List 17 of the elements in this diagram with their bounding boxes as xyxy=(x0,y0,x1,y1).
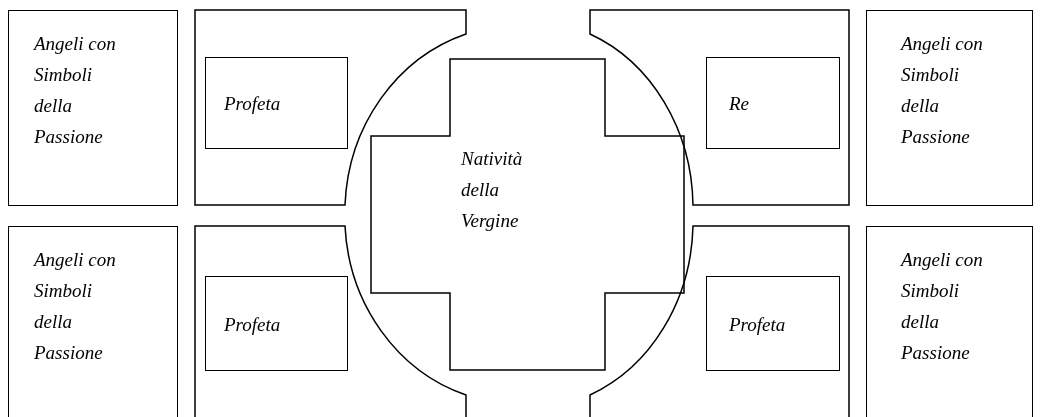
panel-label: Natività della Vergine xyxy=(461,147,524,233)
painting-panel xyxy=(8,226,178,417)
panel-label: Angeli con Simboli della Passione xyxy=(901,248,984,365)
panel-label: Angeli con Simboli della Passione xyxy=(34,248,117,365)
painting-panel xyxy=(866,226,1033,417)
panel-label: Profeta xyxy=(224,313,282,337)
panel-label: Re xyxy=(729,92,751,116)
panel-label: Profeta xyxy=(224,92,282,116)
painting-panel xyxy=(706,276,840,371)
panel-label: Angeli con Simboli della Passione xyxy=(901,32,984,149)
panel-label: Profeta xyxy=(729,313,787,337)
painting-panel xyxy=(706,57,840,149)
painting-panel xyxy=(205,276,348,371)
painting-panel xyxy=(866,10,1033,206)
painting-panel xyxy=(8,10,178,206)
panel-label: Angeli con Simboli della Passione xyxy=(34,32,117,149)
painting-panel xyxy=(205,57,348,149)
